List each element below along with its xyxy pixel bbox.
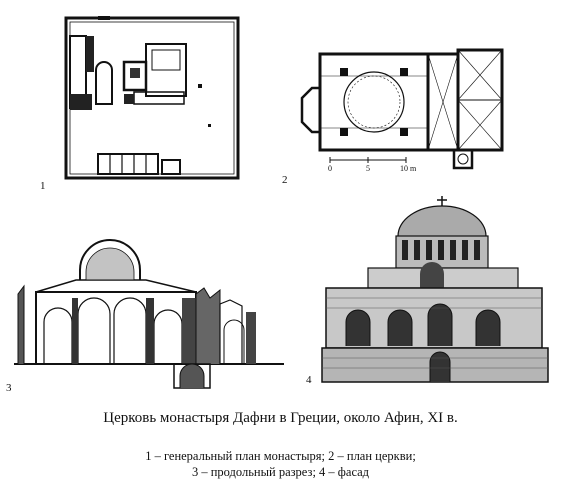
legend-line-1: 1 – генеральный план монастыря; 2 – план… (145, 449, 416, 463)
panel-church-plan: 0 5 10 m 2 (282, 46, 516, 186)
panel-general-plan: 1 (40, 14, 248, 192)
panel-number-2: 2 (282, 174, 288, 186)
panel-section: 3 (6, 232, 284, 394)
facade-drawing (321, 196, 549, 383)
legend-line-2: 3 – продольный разрез; 4 – фасад (191, 465, 370, 479)
panel-number-4: 4 (306, 374, 312, 386)
scale-label-10m: 10 m (400, 164, 417, 173)
panel-facade: 4 (306, 196, 550, 386)
figure-caption: Церковь монастыря Дафни в Греции, около … (103, 410, 458, 426)
church-plan-drawing: 0 5 10 m (300, 48, 504, 173)
section-drawing (14, 239, 284, 389)
panel-number-1: 1 (40, 180, 46, 192)
general-plan-drawing (64, 16, 240, 180)
scale-label-5: 5 (366, 164, 370, 173)
panel-number-3: 3 (6, 382, 12, 394)
scale-label-0: 0 (328, 164, 332, 173)
